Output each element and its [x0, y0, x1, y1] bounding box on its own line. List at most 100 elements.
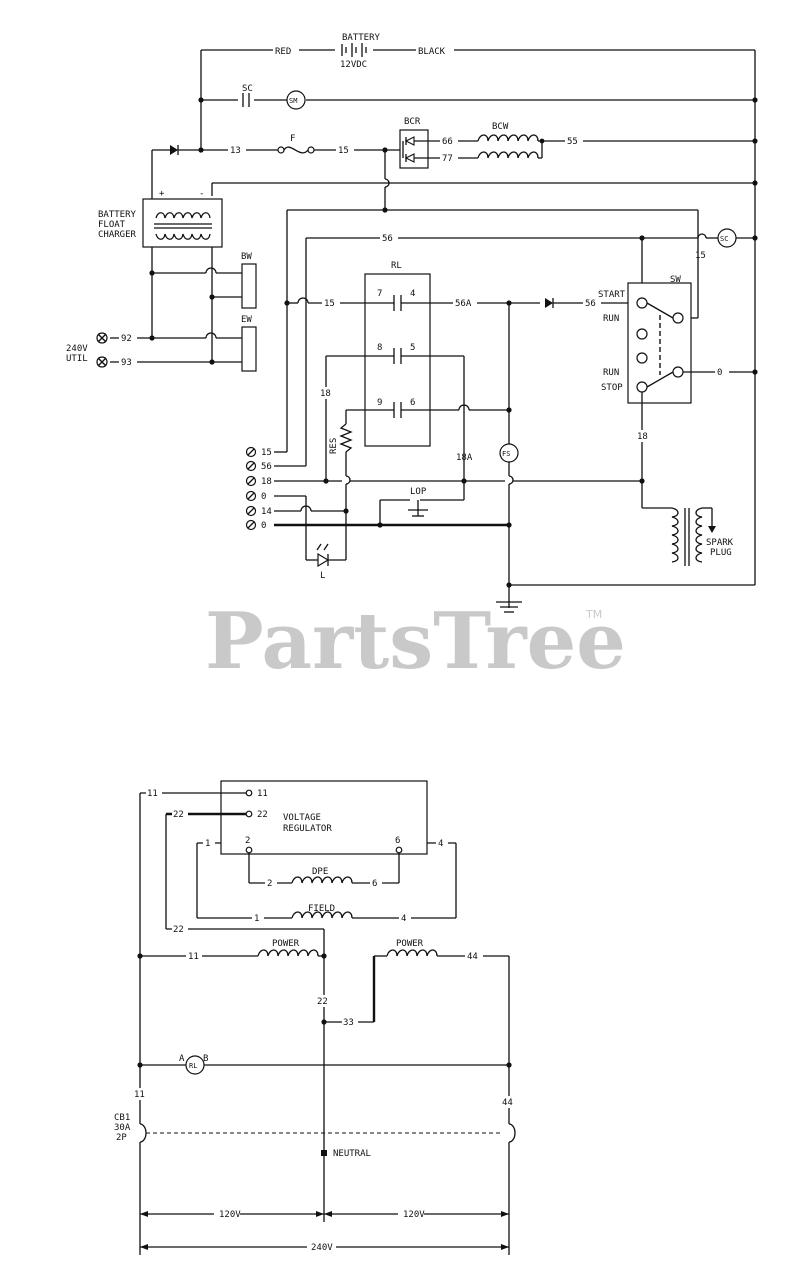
voltage-regulator: VOLTAGE REGULATOR 11 22 2 6 [220, 780, 428, 855]
wire-15-fuse-label: 15 [338, 146, 349, 156]
wire-18-left-label: 18 [320, 389, 331, 399]
dpe-w6: 6 [372, 879, 377, 889]
util-line2: UTIL [66, 354, 88, 364]
wire-56-label: 56 [382, 234, 393, 244]
sw-run1-label: RUN [603, 314, 619, 324]
spark-line2: PLUG [710, 548, 732, 558]
terminal-14-label: 14 [261, 507, 272, 517]
charger-line3: CHARGER [98, 230, 137, 240]
terminal-0-a: 0 [245, 490, 307, 560]
battery-charge-winding-bcw: BCW 55 [477, 122, 758, 159]
battery-label: BATTERY [342, 33, 381, 43]
power-right-label: POWER [396, 939, 424, 949]
vr-line2: REGULATOR [283, 824, 332, 834]
neutral-label: NEUTRAL [333, 1149, 371, 1159]
ground-symbol [496, 601, 522, 613]
bw-label: BW [241, 252, 252, 262]
generator-output-schematic: VOLTAGE REGULATOR 11 22 2 6 11 22 22 1 [114, 780, 519, 1255]
wire-77-label: 77 [442, 154, 453, 164]
charger-plus: + [159, 189, 165, 199]
field-w4: 4 [401, 914, 406, 924]
sw-stop-label: STOP [601, 383, 623, 393]
wire-22-mid-label: 22 [317, 997, 328, 1007]
res-label: RES [329, 438, 339, 454]
fuel-solenoid-fs: FS [499, 443, 519, 463]
field-winding: FIELD 1 4 [197, 904, 456, 924]
battery-winding-bw: BW [149, 252, 257, 309]
battery-charge-rectifier-bcr: BCR 66 77 [399, 117, 478, 169]
wire-56-sw-label: 56 [585, 299, 596, 309]
rl-contact-9: 9 [377, 398, 382, 408]
sc-label: SC [242, 84, 253, 94]
vr-t6: 6 [395, 836, 400, 846]
voltage-right-label: 120V [403, 1210, 425, 1220]
power-winding-left: POWER 11 [137, 939, 327, 962]
power-left-label: POWER [272, 939, 300, 949]
fs-label: FS [502, 450, 510, 458]
rl-contact-4: 4 [410, 289, 415, 299]
cb1-line2: 30A [114, 1123, 131, 1133]
starter-motor-sm: SM [286, 90, 306, 110]
terminal-18-label: 18 [261, 477, 272, 487]
wire-18a-label: 18A [456, 453, 473, 463]
starter-contactor-coil-sc: SC [717, 228, 737, 248]
wire-93-label: 93 [121, 358, 132, 368]
wire-92-label: 92 [121, 334, 132, 344]
wire-11-bot-label: 11 [134, 1090, 145, 1100]
wire-red-label: RED [275, 47, 291, 57]
cb1-line1: CB1 [114, 1113, 130, 1123]
starter-contactor-sc: SC [242, 84, 253, 107]
rl-contact-5: 5 [410, 343, 415, 353]
wire-15-rl-label: 15 [324, 299, 335, 309]
wire-44-bot-label: 44 [502, 1098, 513, 1108]
cb1-line3: 2P [116, 1133, 127, 1143]
charger-minus: - [199, 189, 204, 199]
field-label: FIELD [308, 904, 335, 914]
rl-contact-6: 6 [410, 398, 415, 408]
wire-56a-label: 56A [455, 299, 472, 309]
terminal-0a-label: 0 [261, 492, 266, 502]
wire-black-label: BLACK [418, 47, 446, 57]
wire-22-left-label: 22 [173, 925, 184, 935]
util-line1: 240V [66, 344, 88, 354]
terminal-0-b: 0 [245, 519, 509, 531]
run-relay-rl: RL 15 7 4 56A 56 8 5 [284, 261, 632, 480]
neutral-terminal: NEUTRAL [321, 1128, 371, 1222]
rl-coil-b: B [203, 1054, 208, 1064]
sw-start-label: START [598, 290, 626, 300]
field-w1: 1 [254, 914, 259, 924]
terminal-56-label: 56 [261, 462, 272, 472]
rl-contact-8: 8 [377, 343, 382, 353]
wire-4-right-label: 4 [438, 839, 443, 849]
rl-contact-7: 7 [377, 289, 382, 299]
sc2-label: SC [720, 235, 728, 243]
voltage-total-label: 240V [311, 1243, 333, 1253]
low-oil-pressure-switch-lop: LOP [379, 481, 465, 525]
power-left-wire: 11 [188, 952, 199, 962]
bcr-label: BCR [404, 117, 421, 127]
wire-18-sw-label: 18 [637, 432, 648, 442]
watermark-tm: TM [585, 608, 602, 621]
wire-0-sw-label: 0 [717, 368, 722, 378]
watermark-text: PartsTree [205, 596, 626, 687]
circuit-breaker-cb1: CB1 30A 2P [114, 1113, 516, 1255]
sm-label: SM [289, 97, 297, 105]
power-right-wire: 44 [467, 952, 478, 962]
utility-input-240v: 240V UTIL 92 93 [66, 332, 137, 368]
wire-22-top-label: 22 [173, 810, 184, 820]
dpe-w2: 2 [267, 879, 272, 889]
battery-float-charger: BATTERY FLOAT CHARGER + - [98, 150, 223, 362]
wire-13-label: 13 [230, 146, 241, 156]
charger-line1: BATTERY [98, 210, 137, 220]
battery: BATTERY 12VDC RED BLACK [273, 33, 454, 70]
rl-coil-label: RL [189, 1062, 197, 1070]
wire-55-label: 55 [567, 137, 578, 147]
dpe-winding: DPE 2 6 [248, 853, 400, 889]
terminal-56: 56 [245, 460, 306, 472]
lop-label: LOP [410, 487, 427, 497]
terminal-15-label: 15 [261, 448, 272, 458]
ignition-coil: SPARK PLUG [641, 481, 734, 566]
start-run-stop-switch-sw: SW START RUN RUN STOP 0 18 [598, 275, 758, 484]
watermark: PartsTree TM [205, 596, 626, 687]
